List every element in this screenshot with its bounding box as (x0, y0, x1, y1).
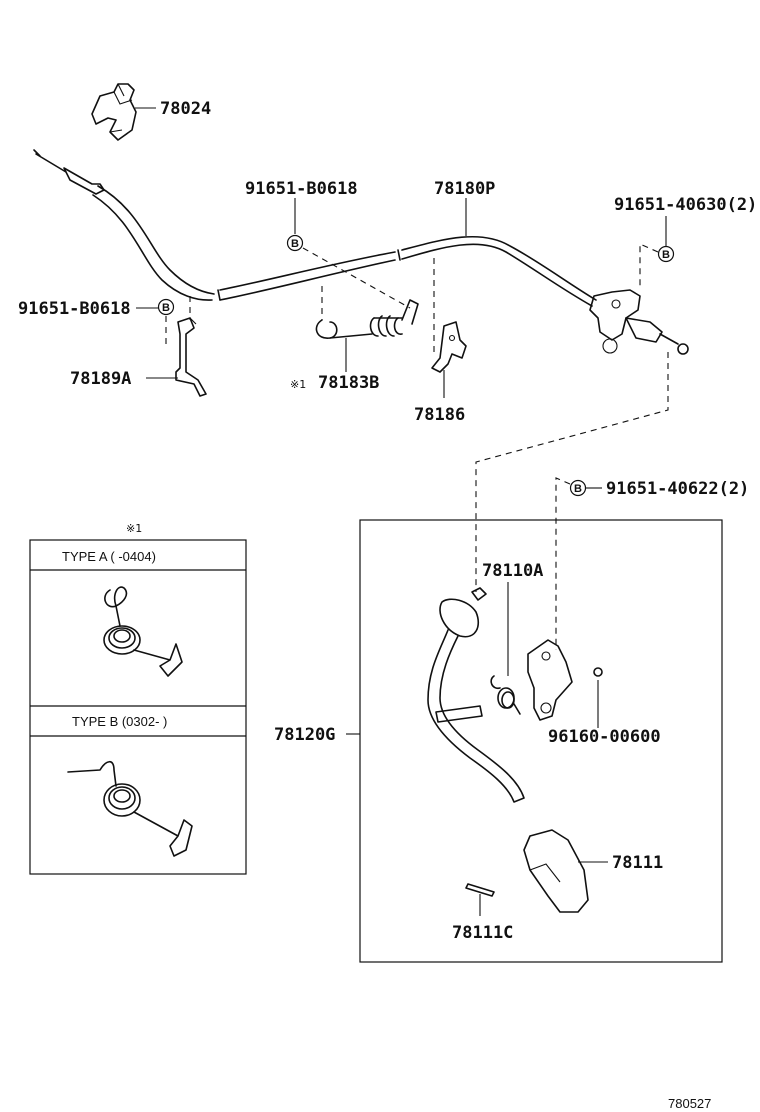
label-78189a: 78189A (70, 369, 131, 389)
label-91651-40622: 91651-40622(2) (606, 479, 749, 499)
pedal-bracket-drawing (527, 639, 573, 721)
label-91651-b0618-top: 91651-B0618 (245, 179, 358, 199)
bracket-78189a-drawing (175, 317, 207, 397)
inset-note-mark: ※1 (126, 522, 142, 535)
spring-78183b-drawing (315, 299, 419, 339)
label-78180p: 78180P (434, 179, 495, 199)
inset-spring-types (29, 539, 247, 875)
label-78111c: 78111C (452, 923, 513, 943)
label-78024: 78024 (160, 99, 211, 119)
bracket-78186-drawing (431, 321, 467, 373)
spring-78110a-drawing (490, 675, 521, 715)
label-78183b: 78183B (318, 373, 379, 393)
inset-type-b-label: TYPE B (0302- ) (72, 714, 167, 729)
spring-type-b-drawing (67, 760, 193, 857)
spring-type-a-drawing (103, 586, 183, 677)
label-96160-00600: 96160-00600 (548, 727, 661, 747)
cable-78180p-drawing (33, 149, 689, 355)
pedal-assembly-box (359, 519, 723, 963)
label-91651-b0618-left: 91651-B0618 (18, 299, 131, 319)
diagram-code: 780527 (668, 1096, 711, 1111)
label-91651-40630: 91651-40630(2) (614, 195, 757, 215)
inset-type-a-label: TYPE A ( -0404) (62, 549, 156, 564)
label-78120g: 78120G (274, 725, 335, 745)
label-78110a: 78110A (482, 561, 543, 581)
bolt-icon-top: B (291, 238, 299, 250)
pedal-pad-drawing (523, 829, 589, 913)
bolt-icon-left: B (162, 302, 170, 314)
label-78111: 78111 (612, 853, 663, 873)
pedal-arm-drawing (427, 587, 525, 803)
label-78186: 78186 (414, 405, 465, 425)
note-mark-78183b: ※1 (290, 378, 306, 391)
clip-78024-drawing (91, 83, 137, 141)
bolt-icon-right: B (662, 249, 670, 261)
bolt-icon-pedal: B (574, 483, 582, 495)
